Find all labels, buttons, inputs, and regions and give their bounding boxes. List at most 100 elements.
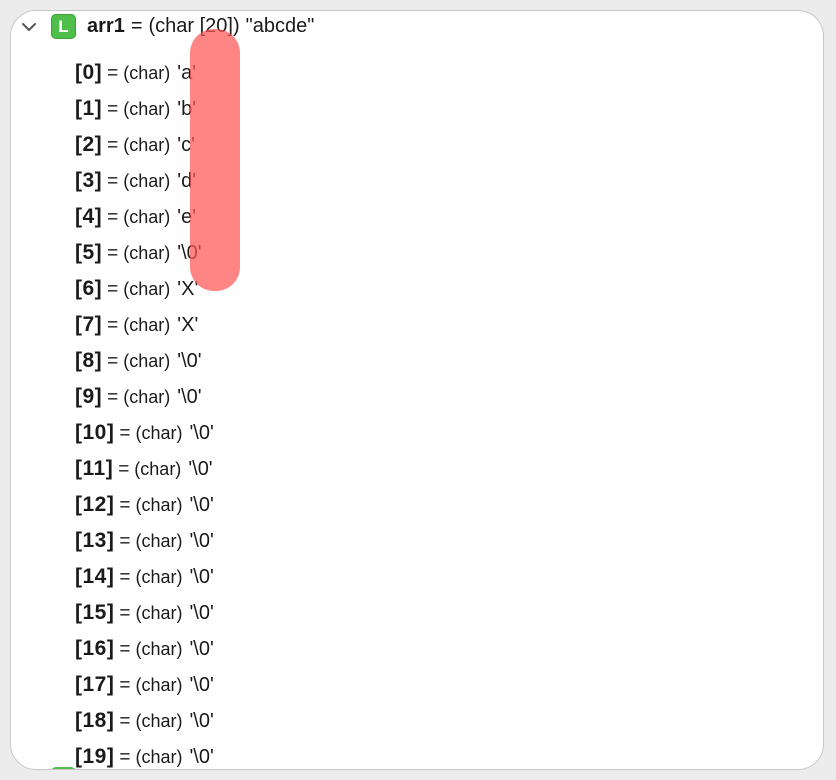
element-equals: = xyxy=(119,675,131,696)
element-value: '\0' xyxy=(189,710,214,732)
element-index: [8] xyxy=(75,349,103,372)
element-type: (char) xyxy=(135,711,183,731)
element-index: [13] xyxy=(75,529,115,552)
element-type: (char) xyxy=(123,99,171,119)
element-row[interactable]: [12]=(char) '\0' xyxy=(75,488,214,522)
element-value: 'e' xyxy=(177,206,197,228)
variable-equals: = xyxy=(130,15,143,37)
element-equals: = xyxy=(119,711,131,732)
element-row[interactable]: [18]=(char) '\0' xyxy=(75,704,214,738)
element-type: (char) xyxy=(123,279,171,299)
element-value: 'd' xyxy=(177,170,197,192)
element-value: '\0' xyxy=(189,566,214,588)
element-row[interactable]: [10]=(char)'\0' xyxy=(75,416,214,450)
chevron-down-icon[interactable] xyxy=(21,19,37,35)
element-row[interactable]: [7]=(char)'X' xyxy=(75,308,198,342)
element-row[interactable]: [8]=(char) '\0' xyxy=(75,344,202,378)
element-row[interactable]: [17]=(char) '\0' xyxy=(75,668,214,702)
element-index: [19] xyxy=(75,745,115,768)
variable-name: arr1 xyxy=(87,15,125,37)
element-index: [3] xyxy=(75,169,103,192)
variable-summary: arr1=(char [20])"abcde" xyxy=(87,15,314,38)
element-equals: = xyxy=(107,99,119,120)
element-type: (char) xyxy=(135,603,183,623)
element-index: [12] xyxy=(75,493,115,516)
element-equals: = xyxy=(107,243,119,264)
element-equals: = xyxy=(107,387,119,408)
element-value: 'b' xyxy=(177,98,197,120)
variable-type: (char [20]) xyxy=(148,15,240,37)
element-index: [16] xyxy=(75,637,115,660)
local-variable-badge: L xyxy=(51,14,76,39)
element-index: [14] xyxy=(75,565,115,588)
element-index: [0] xyxy=(75,61,103,84)
element-equals: = xyxy=(119,531,131,552)
element-row[interactable]: [11]=(char)'\0' xyxy=(75,452,213,486)
element-type: (char) xyxy=(123,387,171,407)
element-index: [10] xyxy=(75,421,115,444)
element-type: (char) xyxy=(135,747,183,767)
element-equals: = xyxy=(119,747,131,768)
element-value: '\0' xyxy=(189,746,214,768)
element-index: [9] xyxy=(75,385,103,408)
element-equals: = xyxy=(119,495,131,516)
element-value: '\0' xyxy=(189,602,214,624)
element-value: '\0' xyxy=(177,242,202,264)
element-type: (char) xyxy=(135,567,183,587)
element-equals: = xyxy=(107,171,119,192)
element-value: '\0' xyxy=(189,494,214,516)
element-type: (char) xyxy=(135,675,183,695)
element-type: (char) xyxy=(135,639,183,659)
element-type: (char) xyxy=(135,423,183,443)
element-row[interactable]: [2]=(char)'c' xyxy=(75,128,195,162)
element-equals: = xyxy=(107,351,119,372)
element-equals: = xyxy=(119,639,131,660)
element-equals: = xyxy=(107,63,119,84)
variable-row-arr1[interactable]: L arr1=(char [20])"abcde" xyxy=(11,11,823,45)
element-index: [17] xyxy=(75,673,115,696)
element-equals: = xyxy=(107,315,119,336)
element-equals: = xyxy=(119,567,131,588)
element-row[interactable]: [0]=(char) 'a' xyxy=(75,56,196,90)
element-value: '\0' xyxy=(189,638,214,660)
element-row[interactable]: [4]=(char)'e' xyxy=(75,200,196,234)
element-row[interactable]: [16]=(char) '\0' xyxy=(75,632,214,666)
element-equals: = xyxy=(107,207,119,228)
element-type: (char) xyxy=(123,243,171,263)
element-index: [15] xyxy=(75,601,115,624)
element-equals: = xyxy=(119,603,131,624)
element-index: [18] xyxy=(75,709,115,732)
element-row[interactable]: [9]=(char)'\0' xyxy=(75,380,202,414)
element-equals: = xyxy=(107,279,119,300)
element-row[interactable]: [5]=(char)'\0' xyxy=(75,236,202,270)
element-type: (char) xyxy=(123,351,171,371)
element-type: (char) xyxy=(123,63,171,83)
element-value: 'X' xyxy=(177,278,199,300)
element-type: (char) xyxy=(123,207,171,227)
element-row[interactable]: [19]=(char) '\0' xyxy=(75,740,214,769)
element-index: [2] xyxy=(75,133,103,156)
element-row[interactable]: [14]=(char) '\0' xyxy=(75,560,214,594)
element-value: 'a' xyxy=(177,62,197,84)
element-row[interactable]: [13]=(char) '\0' xyxy=(75,524,214,558)
element-value: '\0' xyxy=(189,530,214,552)
element-value: '\0' xyxy=(177,350,202,372)
element-type: (char) xyxy=(135,495,183,515)
element-row[interactable]: [1]=(char) 'b' xyxy=(75,92,196,126)
element-type: (char) xyxy=(134,459,182,479)
element-value: '\0' xyxy=(189,674,214,696)
element-value: '\0' xyxy=(188,458,213,480)
element-row[interactable]: [15]=(char) '\0' xyxy=(75,596,214,630)
element-type: (char) xyxy=(135,531,183,551)
element-index: [6] xyxy=(75,277,103,300)
element-type: (char) xyxy=(123,171,171,191)
element-value: '\0' xyxy=(189,422,214,444)
element-type: (char) xyxy=(123,315,171,335)
element-equals: = xyxy=(118,459,130,480)
element-row[interactable]: [3]=(char) 'd' xyxy=(75,164,196,198)
next-variable-badge-partial xyxy=(51,767,76,769)
element-index: [1] xyxy=(75,97,103,120)
element-row[interactable]: [6]=(char) 'X' xyxy=(75,272,198,306)
element-value: 'c' xyxy=(177,134,195,156)
element-index: [7] xyxy=(75,313,103,336)
